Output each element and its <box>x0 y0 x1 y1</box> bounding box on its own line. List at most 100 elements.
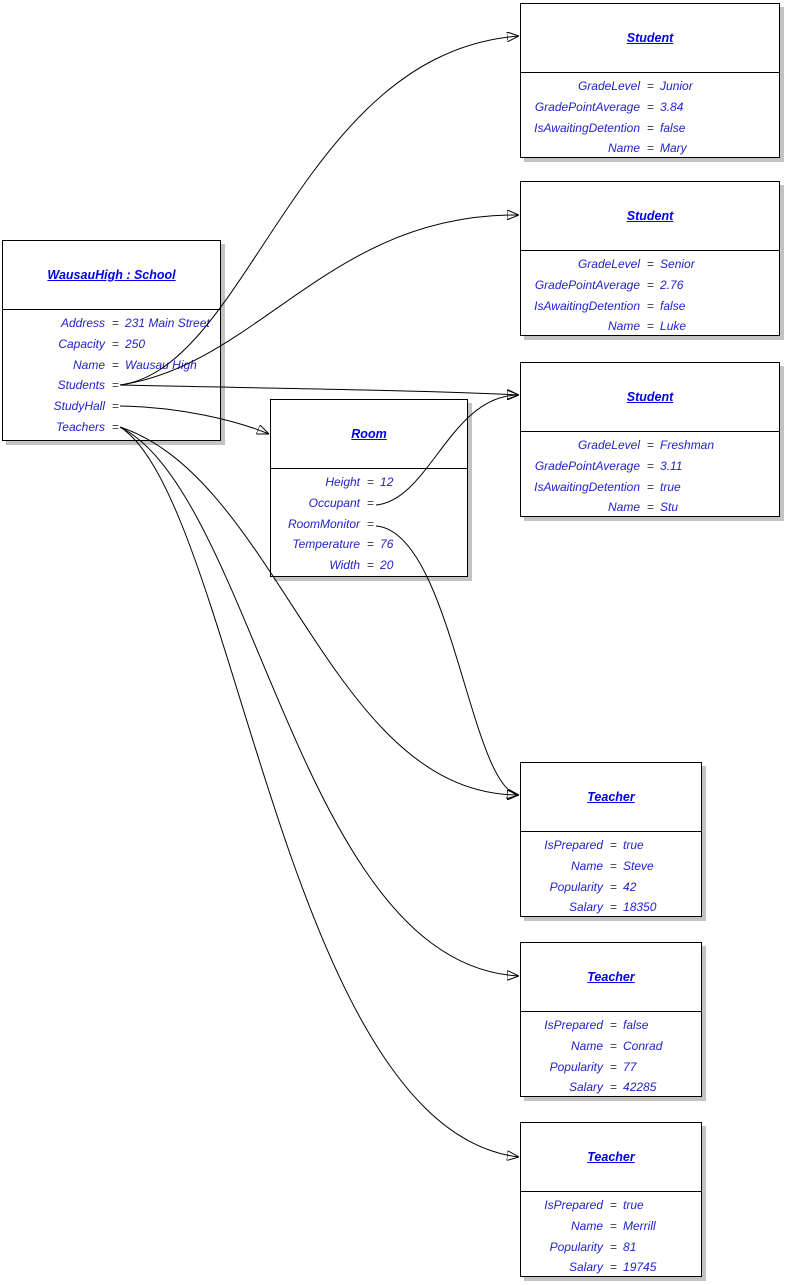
property-row[interactable]: Temperature=76 <box>271 534 467 555</box>
property-name: GradeLevel <box>577 438 640 453</box>
property-name: Width <box>329 558 360 573</box>
property-name: Address <box>60 316 105 331</box>
property-value: 3.11 <box>660 459 683 474</box>
object-node-teacher-conrad[interactable]: Teacher IsPrepared=false Name=Conrad Pop… <box>520 942 702 1097</box>
node-title-bar: Student <box>521 4 779 73</box>
object-node-student-luke[interactable]: Student GradeLevel=Senior GradePointAver… <box>520 181 780 336</box>
property-row[interactable]: IsPrepared=true <box>521 835 701 856</box>
property-name: Teachers <box>56 419 105 434</box>
equals-sign: = <box>647 298 655 313</box>
property-row[interactable]: Capacity=250 <box>3 334 220 355</box>
property-value: Steve <box>623 859 654 874</box>
property-row[interactable]: IsAwaitingDetention=false <box>521 295 779 316</box>
property-row[interactable]: Name=Stu <box>521 497 779 518</box>
property-row[interactable]: Popularity=42 <box>521 876 701 897</box>
property-value: Mary <box>660 141 687 156</box>
property-value: true <box>623 1198 644 1213</box>
property-value: Stu <box>660 500 679 515</box>
property-name: GradePointAverage <box>534 459 640 474</box>
property-name: IsPrepared <box>544 1198 603 1213</box>
property-row[interactable]: Name=Luke <box>521 316 779 337</box>
property-value: 19745 <box>623 1260 657 1275</box>
property-row[interactable]: Occupant = <box>271 493 467 514</box>
node-title: Student <box>626 31 674 45</box>
property-row[interactable]: Teachers = <box>3 416 220 437</box>
property-value: 2.76 <box>660 278 684 293</box>
property-name: Occupant <box>308 496 360 511</box>
node-title: Teacher <box>587 1150 635 1164</box>
property-row[interactable]: Popularity=77 <box>521 1056 701 1077</box>
equals-sign: = <box>647 500 655 515</box>
equals-sign: = <box>112 419 120 434</box>
equals-sign: = <box>610 1039 618 1054</box>
property-name: Name <box>607 141 640 156</box>
node-title-bar: Teacher <box>521 763 701 832</box>
property-row[interactable]: Salary=42285 <box>521 1077 701 1098</box>
equals-sign: = <box>647 319 655 334</box>
equals-sign: = <box>647 438 655 453</box>
property-row[interactable]: GradeLevel=Junior <box>521 76 779 97</box>
equals-sign: = <box>610 1219 618 1234</box>
equals-sign: = <box>610 859 618 874</box>
property-row[interactable]: GradePointAverage=3.84 <box>521 97 779 118</box>
property-row[interactable]: GradeLevel=Senior <box>521 254 779 275</box>
property-row[interactable]: GradeLevel = Freshman <box>521 435 779 456</box>
property-row[interactable]: Name=Mary <box>521 138 779 159</box>
property-value: Conrad <box>623 1039 663 1054</box>
property-row[interactable]: GradePointAverage=2.76 <box>521 275 779 296</box>
equals-sign: = <box>610 1198 618 1213</box>
property-row[interactable]: Height=12 <box>271 472 467 493</box>
node-title: Teacher <box>587 970 635 984</box>
property-row[interactable]: Name=Conrad <box>521 1036 701 1057</box>
equals-sign: = <box>647 257 655 272</box>
equals-sign: = <box>647 100 655 115</box>
node-title-bar: Student <box>521 182 779 251</box>
object-node-room[interactable]: Room Height=12 Occupant= RoomMonitor= Te… <box>270 399 468 577</box>
property-row[interactable]: IsAwaitingDetention=false <box>521 117 779 138</box>
equals-sign: = <box>367 537 375 552</box>
property-name: IsAwaitingDetention <box>534 298 640 313</box>
property-row[interactable]: Name=Wausau High <box>3 354 220 375</box>
property-row[interactable]: Name=Steve <box>521 856 701 877</box>
property-row[interactable]: Popularity=81 <box>521 1236 701 1257</box>
property-row[interactable]: IsPrepared=false <box>521 1015 701 1036</box>
object-node-student-mary[interactable]: Student GradeLevel=Junior GradePointAver… <box>520 3 780 158</box>
property-row[interactable]: IsAwaitingDetention=true <box>521 476 779 497</box>
equals-sign: = <box>112 337 120 352</box>
property-name: Height <box>325 475 360 490</box>
property-value: false <box>660 120 686 135</box>
equals-sign: = <box>367 558 375 573</box>
property-row[interactable]: RoomMonitor= <box>271 513 467 534</box>
node-title-bar: WausauHigh : School <box>3 241 220 310</box>
property-list: GradeLevel=Senior GradePointAverage=2.76… <box>521 251 779 337</box>
object-node-student-stu[interactable]: Student GradeLevel=Freshman GradePointAv… <box>520 362 780 517</box>
property-row[interactable]: Students= <box>3 375 220 396</box>
property-value: Luke <box>660 319 687 334</box>
property-name: GradeLevel <box>577 79 640 94</box>
property-name: GradeLevel <box>577 257 640 272</box>
property-value: 20 <box>380 558 394 573</box>
object-node-teacher-merrill[interactable]: Teacher IsPrepared = true Name=Merrill Pop… <box>520 1122 702 1277</box>
property-name: IsPrepared <box>544 838 603 853</box>
property-name: Salary <box>568 1080 603 1095</box>
equals-sign: = <box>610 879 618 894</box>
property-row[interactable]: Address=231 Main Street <box>3 313 220 334</box>
equals-sign: = <box>367 496 375 511</box>
property-row[interactable]: Name=Merrill <box>521 1216 701 1237</box>
property-row[interactable]: Width = 20 <box>271 555 467 576</box>
property-name: IsAwaitingDetention <box>534 479 640 494</box>
object-node-school[interactable]: WausauHigh : School Address=231 Main Str… <box>2 240 221 441</box>
property-value: 76 <box>380 537 394 552</box>
object-node-teacher-steve[interactable]: Teacher IsPrepared=true Name=Steve Popul… <box>520 762 702 917</box>
node-title: Room <box>351 427 387 441</box>
property-value: Freshman <box>660 438 715 453</box>
property-row[interactable]: IsPrepared = true <box>521 1195 701 1216</box>
property-value: 250 <box>125 337 146 352</box>
property-row[interactable]: Salary=19745 <box>521 1257 701 1278</box>
property-row[interactable]: StudyHall= <box>3 396 220 417</box>
equals-sign: = <box>647 79 655 94</box>
property-row[interactable]: Salary=18350 <box>521 897 701 918</box>
property-row[interactable]: GradePointAverage=3.11 <box>521 456 779 477</box>
property-value: 231 Main Street <box>125 316 210 331</box>
equals-sign: = <box>610 1260 618 1275</box>
